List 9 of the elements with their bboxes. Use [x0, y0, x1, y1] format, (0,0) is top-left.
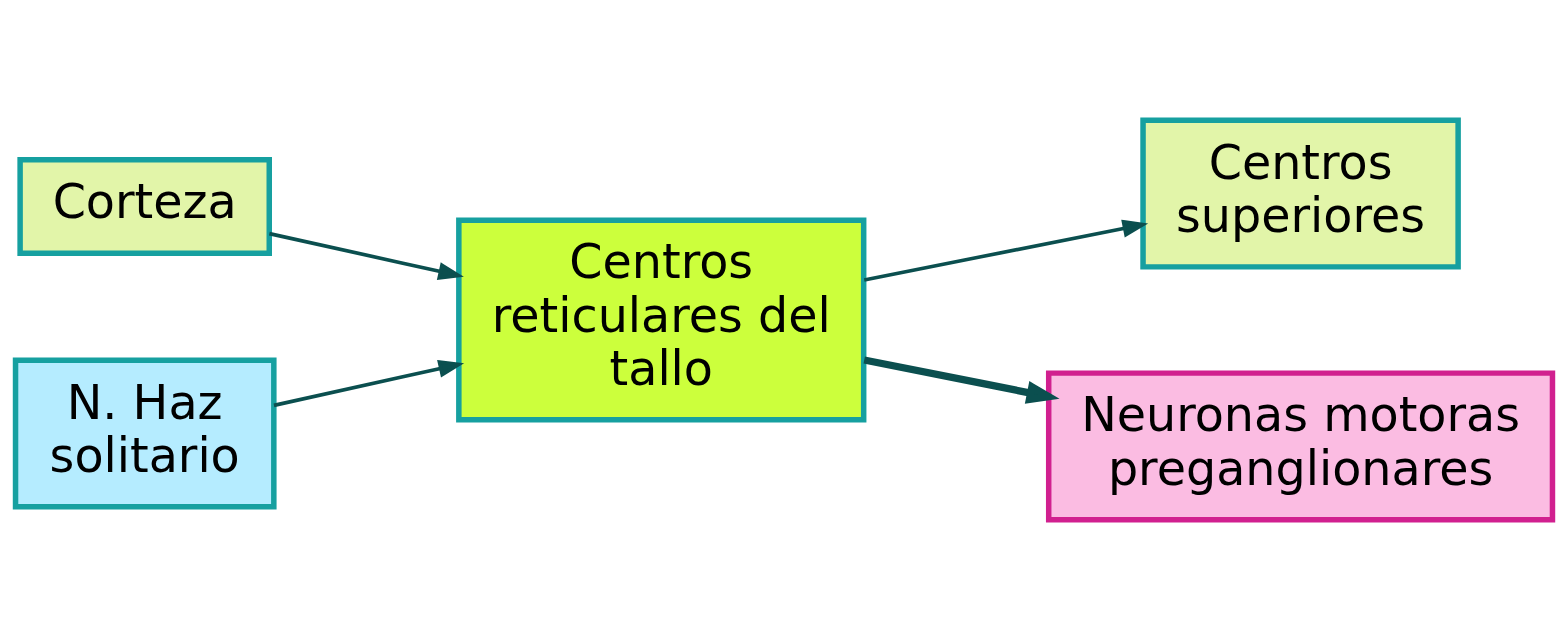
- node-box: Corteza: [17, 156, 272, 256]
- arrow: [269, 231, 464, 280]
- arrow: [863, 219, 1149, 282]
- arrow: [863, 356, 1060, 404]
- arrow: [273, 360, 465, 408]
- node-box: Centros superiores: [1140, 117, 1461, 270]
- node-box: Neuronas motoras preganglionares: [1045, 370, 1556, 523]
- node-box: N. Haz solitario: [12, 357, 277, 510]
- node-box: Centros reticulares del tallo: [456, 217, 867, 423]
